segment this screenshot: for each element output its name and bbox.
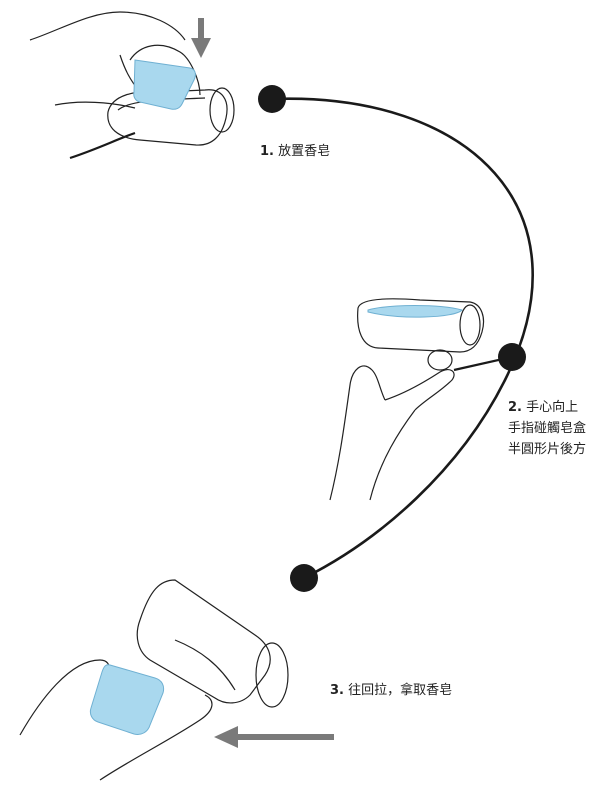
pointer-line-step-1 bbox=[69, 131, 136, 160]
step-1-number: 1. bbox=[260, 144, 274, 159]
illustration-step-2 bbox=[329, 298, 485, 501]
marker-step-1 bbox=[258, 85, 286, 113]
step-3-label: 3. 往回拉，拿取香皂 bbox=[330, 680, 452, 701]
step-2-number: 2. bbox=[508, 400, 522, 415]
flow-curve bbox=[271, 97, 534, 580]
left-arrow-icon bbox=[214, 726, 334, 748]
step-3-text: 往回拉，拿取香皂 bbox=[348, 683, 453, 698]
soap-bar-step-2 bbox=[367, 305, 463, 318]
soap-bar-step-1 bbox=[133, 59, 196, 110]
step-1-text: 放置香皂 bbox=[278, 144, 331, 159]
soap-bar-step-3 bbox=[89, 664, 165, 735]
step-3-number: 3. bbox=[330, 683, 344, 698]
step-2-line-2: 手指碰觸皂盒 bbox=[508, 421, 587, 436]
step-2-label: 2. 手心向上 手指碰觸皂盒 半圓形片後方 bbox=[508, 397, 586, 460]
step-2-line-3: 半圓形片後方 bbox=[508, 442, 587, 457]
marker-step-3 bbox=[290, 564, 318, 592]
step-1-label: 1. 放置香皂 bbox=[260, 141, 330, 162]
step-2-line-1: 手心向上 bbox=[526, 400, 579, 415]
marker-step-2 bbox=[498, 343, 526, 371]
down-arrow-icon bbox=[191, 18, 211, 58]
